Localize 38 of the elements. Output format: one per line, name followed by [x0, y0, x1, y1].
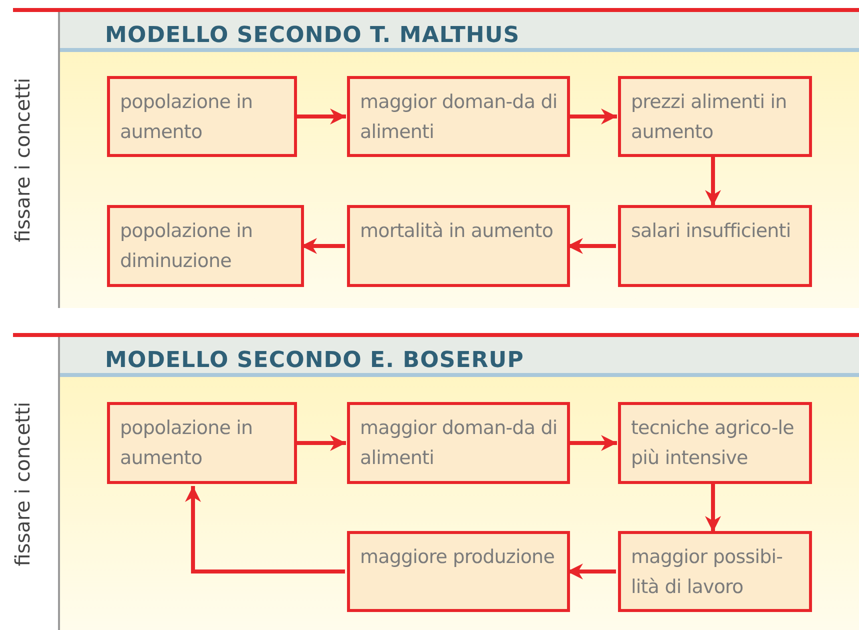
arrow	[705, 484, 721, 532]
arrow	[568, 108, 617, 124]
box-text: popolazione in aumento	[120, 90, 254, 145]
process-box	[347, 205, 570, 287]
panel-heading: MODELLO SECONDO E. BOSERUP	[105, 347, 524, 375]
process-box	[107, 76, 297, 157]
process-box	[618, 76, 812, 157]
box-text: popolazione in diminuzione	[120, 219, 254, 274]
box-text: prezzi alimenti in aumento	[631, 90, 788, 145]
process-box	[347, 531, 570, 612]
panel-heading: MODELLO SECONDO T. MALTHUS	[105, 22, 520, 50]
process-box	[618, 205, 812, 287]
process-box	[107, 205, 304, 287]
process-box	[618, 531, 812, 612]
side-label: fissare i concetti	[9, 401, 35, 566]
box-text: maggiore produzione	[360, 545, 556, 570]
side-label: fissare i concetti	[9, 78, 35, 242]
arrow	[568, 435, 617, 451]
arrow	[705, 157, 721, 206]
arrow	[567, 238, 616, 254]
box-text: salari insufficienti	[631, 219, 792, 244]
arrow	[295, 435, 346, 451]
arrow	[185, 486, 345, 574]
arrow	[567, 564, 616, 580]
panel	[58, 337, 859, 630]
box-text: maggior possibi-lità di lavoro	[631, 545, 784, 600]
box-text: tecniche agrico-le più intensive	[631, 416, 795, 471]
arrow	[301, 238, 345, 254]
box-text: popolazione in aumento	[120, 416, 254, 471]
process-box	[618, 402, 812, 484]
arrow	[295, 108, 346, 124]
panel	[58, 12, 859, 308]
process-box	[347, 76, 570, 157]
process-box	[107, 402, 297, 484]
box-text: maggior doman-da di alimenti	[360, 416, 558, 471]
process-box	[347, 402, 570, 484]
box-text: mortalità in aumento	[360, 219, 554, 244]
box-text: maggior doman-da di alimenti	[360, 90, 558, 145]
